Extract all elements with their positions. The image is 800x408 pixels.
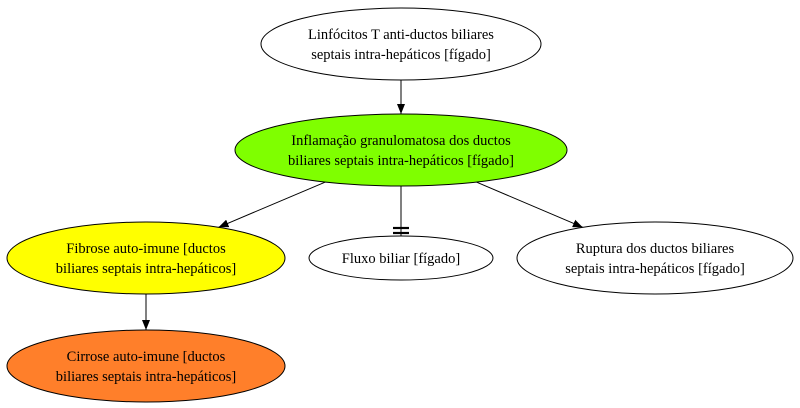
node-label-line: Linfócitos T anti-ductos biliares (308, 27, 494, 43)
edge-n2-n5 (476, 181, 584, 228)
node-ellipse (308, 235, 494, 281)
node-label-line: biliares septais intra-hepáticos [fígado… (288, 153, 514, 169)
node-n3: Fibrose auto-imune [ductos biliares septa… (6, 221, 286, 295)
edge-n2-n3 (218, 181, 326, 228)
edge-line (218, 181, 326, 228)
edge-line (476, 181, 584, 228)
node-label-line: septais intra-hepáticos [fígado] (311, 47, 491, 63)
node-ellipse (6, 221, 286, 295)
node-n4: Fluxo biliar [fígado] (308, 235, 494, 281)
node-label-line: septais intra-hepáticos [fígado] (565, 261, 745, 277)
edge-n2-n4 (393, 186, 409, 236)
node-n2: Inflamação granulomatosa dos ductos bilia… (234, 113, 568, 187)
node-n5: Ruptura dos ductos biliares septais intra… (516, 221, 794, 295)
node-ellipse (6, 329, 286, 403)
node-label-line: Fluxo biliar [fígado] (342, 251, 460, 267)
node-label-line: Ruptura dos ductos biliares (576, 241, 735, 257)
node-n1: Linfócitos T anti-ductos biliares septais… (260, 7, 542, 81)
node-ellipse (234, 113, 568, 187)
node-ellipse (516, 221, 794, 295)
node-label-line: biliares septais intra-hepáticos] (56, 369, 236, 385)
node-label-line: Fibrose auto-imune [ductos (66, 241, 226, 257)
node-label-line: Cirrose auto-imune [ductos (67, 349, 226, 365)
node-label-line: biliares septais intra-hepáticos] (56, 261, 236, 277)
node-ellipse (260, 7, 542, 81)
edges-layer (142, 80, 584, 330)
node-label-line: Inflamação granulomatosa dos ductos (291, 133, 511, 149)
nodes-layer: Linfócitos T anti-ductos biliares septais… (6, 7, 794, 403)
node-n6: Cirrose auto-imune [ductos biliares septa… (6, 329, 286, 403)
